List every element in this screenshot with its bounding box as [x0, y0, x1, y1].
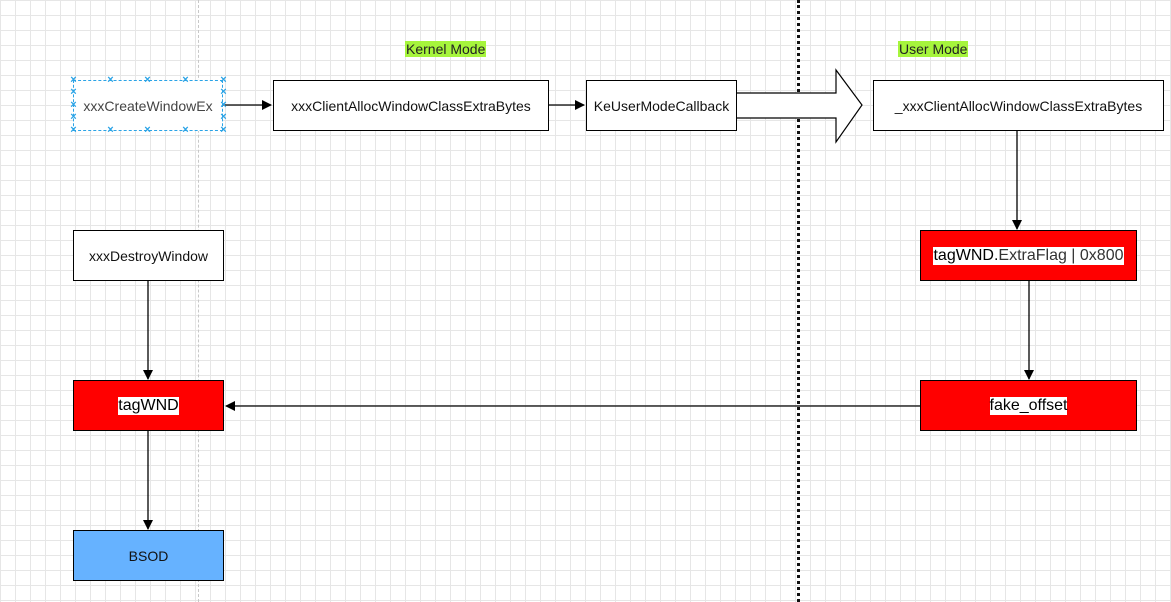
- selection-handle-n3[interactable]: ×: [182, 74, 189, 86]
- node-xxx-destroy-window[interactable]: xxxDestroyWindow: [73, 230, 224, 281]
- node-tagwnd-extraflag[interactable]: tagWND.ExtraFlag | 0x800: [920, 230, 1137, 281]
- selection-handle-nw[interactable]: ×: [70, 74, 77, 86]
- node-label-part2: ExtraFlag | 0x800: [998, 246, 1124, 265]
- selection-handle-se[interactable]: ×: [220, 124, 227, 136]
- selection-handle-s1[interactable]: ×: [107, 124, 114, 136]
- mode-boundary-dotted-line: [797, 0, 800, 602]
- node-label: fake_offset: [989, 396, 1068, 415]
- selection-handle-n2[interactable]: ×: [144, 74, 151, 86]
- node-label: xxxCreateWindowEx: [83, 97, 213, 114]
- selection-handle-e3[interactable]: ×: [220, 111, 227, 123]
- callback-transition-arrow: [735, 68, 863, 144]
- selection-handle-e2[interactable]: ×: [220, 99, 227, 111]
- selection-handle-w2[interactable]: ×: [70, 99, 77, 111]
- node-label-part1: tagWND.: [933, 246, 999, 265]
- node-xxx-create-window-ex[interactable]: xxxCreateWindowEx: [73, 80, 223, 131]
- node-label: _xxxClientAllocWindowClassExtraBytes: [894, 97, 1143, 114]
- node-xxx-client-alloc-kernel[interactable]: xxxClientAllocWindowClassExtraBytes: [273, 80, 549, 131]
- node-label: KeUserModeCallback: [593, 97, 730, 114]
- selection-handle-s3[interactable]: ×: [182, 124, 189, 136]
- node-label: xxxDestroyWindow: [88, 247, 209, 264]
- node-label: BSOD: [128, 547, 169, 564]
- selection-handle-s2[interactable]: ×: [144, 124, 151, 136]
- selection-handle-e1[interactable]: ×: [220, 86, 227, 98]
- selection-handle-n1[interactable]: ×: [107, 74, 114, 86]
- node-fake-offset[interactable]: fake_offset: [920, 380, 1137, 431]
- column-guide-dashed: [198, 0, 199, 602]
- selection-handle-w1[interactable]: ×: [70, 86, 77, 98]
- user-mode-label: User Mode: [898, 41, 969, 57]
- node-label: xxxClientAllocWindowClassExtraBytes: [291, 97, 531, 114]
- node-tagwnd[interactable]: tagWND: [73, 380, 224, 431]
- node-label: tagWND: [118, 396, 179, 415]
- selection-handle-w3[interactable]: ×: [70, 111, 77, 123]
- node-bsod[interactable]: BSOD: [73, 530, 224, 581]
- selection-handle-sw[interactable]: ×: [70, 124, 77, 136]
- kernel-mode-label: Kernel Mode: [405, 41, 487, 57]
- node-client-alloc-user[interactable]: _xxxClientAllocWindowClassExtraBytes: [873, 80, 1164, 131]
- selection-handle-ne[interactable]: ×: [220, 74, 227, 86]
- node-ke-user-mode-callback[interactable]: KeUserModeCallback: [586, 80, 737, 131]
